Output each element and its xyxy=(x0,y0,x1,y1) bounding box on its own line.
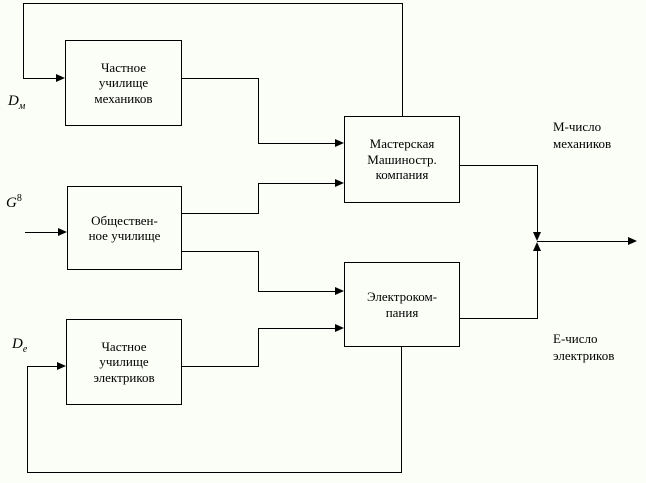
box-label-line: училище xyxy=(99,354,149,370)
connector-g-input xyxy=(25,232,58,233)
box-label-line: Обществен- xyxy=(91,212,158,228)
connector-bottom-feedback-riser xyxy=(27,366,28,472)
label-electricians-count: Е-число электриков xyxy=(553,331,614,364)
connector-public-top-h2 xyxy=(258,183,335,184)
box-label-line: училище xyxy=(98,75,149,91)
label-demand-electricians-base: D xyxy=(12,336,23,352)
box-label-line: электриков xyxy=(93,369,155,385)
connector-electric-out-v xyxy=(537,251,538,318)
box-private-electricians-school: Частное училище электриков xyxy=(66,319,182,405)
box-label-line: Машиностр. xyxy=(367,151,437,167)
box-public-school: Обществен- ное училище xyxy=(67,186,182,270)
label-electricians-count-line: Е-число xyxy=(553,331,598,346)
box-label-line: Частное xyxy=(100,59,147,75)
connector-public-bottom-h2 xyxy=(258,291,335,292)
arrowhead-up-icon xyxy=(533,242,541,251)
connector-dm-input xyxy=(23,78,57,79)
box-label-line: Частное xyxy=(101,338,147,354)
connector-public-bottom-v xyxy=(258,251,259,292)
label-demand-electricians-sub: е xyxy=(22,344,28,355)
box-machine-building-company: Мастерская Машиностр. компания xyxy=(344,116,460,203)
connector-mechanics-out-h2 xyxy=(258,143,335,144)
arrowhead-right-icon xyxy=(335,139,344,147)
connector-machine-out-v xyxy=(537,165,538,233)
arrowhead-right-icon xyxy=(57,362,66,370)
arrowhead-right-icon xyxy=(335,324,344,332)
label-government-supply-sup: 8 xyxy=(16,193,22,204)
box-label-line: пания xyxy=(385,304,419,320)
box-private-mechanics-school: Частное училище механиков xyxy=(65,40,182,126)
connector-top-feedback-drop xyxy=(23,3,24,78)
arrowhead-right-icon xyxy=(628,237,637,245)
connector-mechanics-out-h1 xyxy=(182,78,259,79)
arrowhead-right-icon xyxy=(58,228,67,236)
label-demand-mechanics-sub: м xyxy=(18,101,26,112)
box-label-line: Электроком- xyxy=(366,289,438,304)
label-electricians-count-line: электриков xyxy=(553,347,615,363)
arrowhead-right-icon xyxy=(56,74,65,82)
connector-electricians-out-v xyxy=(258,328,259,367)
box-label-line: Мастерская xyxy=(369,136,435,152)
connector-electricians-out-h1 xyxy=(182,366,259,367)
label-demand-mechanics-base: D xyxy=(8,93,19,109)
arrowhead-down-icon xyxy=(533,232,541,241)
connector-public-top-h1 xyxy=(182,213,259,214)
connector-de-input xyxy=(27,366,57,367)
label-demand-electricians: Dе xyxy=(12,336,27,355)
label-mechanics-count: М-число механиков xyxy=(553,119,611,152)
connector-bottom-feedback-horizontal xyxy=(27,472,402,473)
connector-final-output xyxy=(537,241,628,242)
connector-public-top-v xyxy=(258,183,259,214)
box-label-line: механиков xyxy=(94,90,153,106)
label-government-supply: G8 xyxy=(6,193,22,212)
connector-mechanics-out-v xyxy=(258,78,259,144)
connector-top-feedback-riser xyxy=(402,3,403,116)
box-label-line: компания xyxy=(375,167,429,183)
connector-public-bottom-h1 xyxy=(182,251,259,252)
label-government-supply-base: G xyxy=(6,195,17,211)
connector-bottom-feedback-drop xyxy=(401,347,402,472)
box-electric-company: Электроком- пания xyxy=(344,262,460,347)
label-demand-mechanics: Dм xyxy=(8,93,25,112)
arrowhead-right-icon xyxy=(335,287,344,295)
box-label-line: ное училище xyxy=(88,228,161,243)
connector-electricians-out-h2 xyxy=(258,328,335,329)
connector-top-feedback-horizontal xyxy=(23,3,403,4)
connector-electric-out-h xyxy=(460,318,538,319)
label-mechanics-count-line: механиков xyxy=(553,135,612,151)
arrowhead-right-icon xyxy=(335,179,344,187)
connector-machine-out-h xyxy=(460,165,538,166)
label-mechanics-count-line: М-число xyxy=(553,119,602,134)
